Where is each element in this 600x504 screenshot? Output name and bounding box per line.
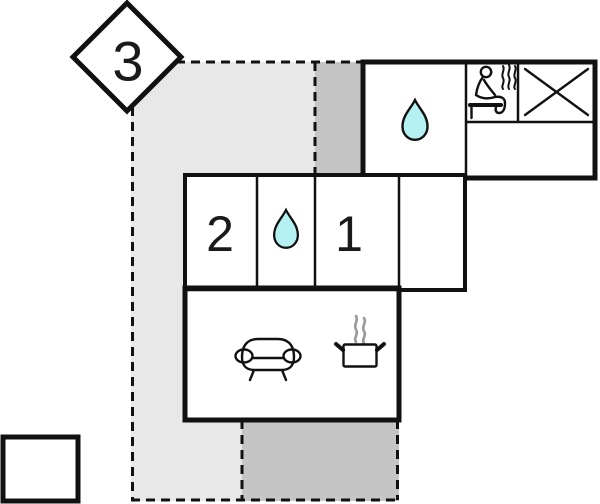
annex-box [0,434,81,504]
bed-count-diamond [69,0,185,115]
bedroom-1-label: 1 [335,206,363,262]
cooking-pot-icon [334,314,386,368]
sauna-icon [468,64,517,120]
diamond-label: 3 [112,30,143,93]
sauna-steam-icon [501,64,517,90]
x-mark-icon [523,67,590,117]
water-drop-icon [272,207,300,249]
sauna-building [360,59,598,181]
water-drop-icon [401,97,429,142]
bedroom-2-label: 2 [206,206,234,262]
covered-terrace-top [315,62,363,175]
steam-icon [353,314,367,345]
covered-terrace-bottom [242,420,399,501]
living-room [182,285,402,423]
sofa-icon [234,337,302,382]
